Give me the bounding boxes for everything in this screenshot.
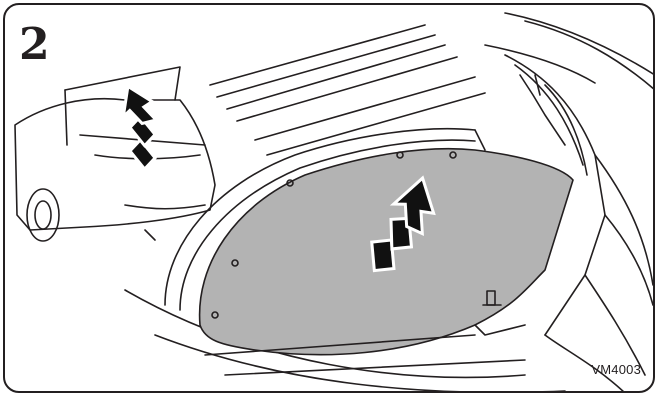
inset-car-body xyxy=(15,99,215,230)
instruction-figure: 2 VM4003 xyxy=(3,3,655,393)
inset-car-wheel xyxy=(27,189,59,241)
trunk-illustration xyxy=(5,5,655,393)
step-number: 2 xyxy=(19,23,50,67)
figure-reference-code: VM4003 xyxy=(591,362,641,377)
